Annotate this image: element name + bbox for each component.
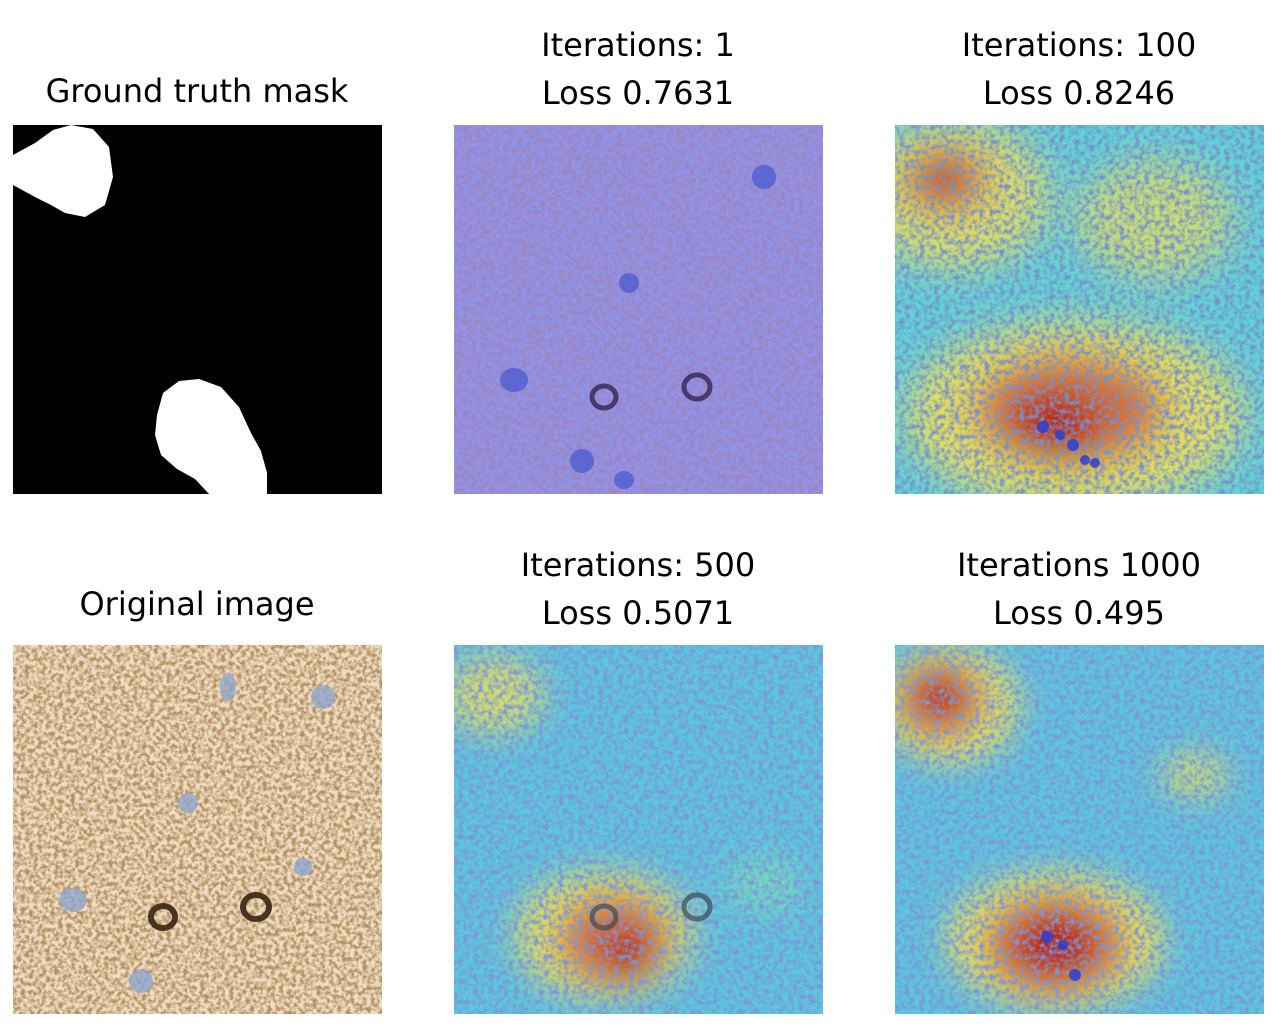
caption-line1: Iterations 1000 bbox=[956, 546, 1201, 584]
caption-iterations-1: Iterations: 1 Loss 0.7631 bbox=[428, 21, 848, 117]
caption-line1: Original image bbox=[79, 585, 315, 623]
caption-line1: Iterations: 100 bbox=[961, 26, 1197, 64]
iterations-100-heatmap bbox=[895, 125, 1264, 494]
caption-ground-truth-mask: Ground truth mask bbox=[0, 67, 407, 115]
caption-line2: Loss 0.8246 bbox=[982, 74, 1176, 112]
iterations-1000-heatmap bbox=[895, 645, 1264, 1014]
mask-blob-top-left bbox=[13, 125, 113, 217]
caption-iterations-1000: Iterations 1000 Loss 0.495 bbox=[869, 541, 1282, 637]
caption-iterations-100: Iterations: 100 Loss 0.8246 bbox=[869, 21, 1282, 117]
caption-iterations-500: Iterations: 500 Loss 0.5071 bbox=[428, 541, 848, 637]
mask-blob-bottom bbox=[155, 379, 267, 494]
ground-truth-mask-image bbox=[13, 125, 382, 494]
caption-line1: Iterations: 500 bbox=[520, 546, 756, 584]
iterations-500-heatmap bbox=[454, 645, 823, 1014]
caption-line1: Iterations: 1 bbox=[541, 26, 735, 64]
caption-line2: Loss 0.495 bbox=[993, 594, 1165, 632]
iterations-1-heatmap bbox=[454, 125, 823, 494]
caption-original-image: Original image bbox=[0, 580, 407, 628]
caption-line1: Ground truth mask bbox=[45, 72, 349, 110]
original-image bbox=[13, 645, 382, 1014]
caption-line2: Loss 0.7631 bbox=[541, 74, 735, 112]
caption-line2: Loss 0.5071 bbox=[541, 594, 735, 632]
